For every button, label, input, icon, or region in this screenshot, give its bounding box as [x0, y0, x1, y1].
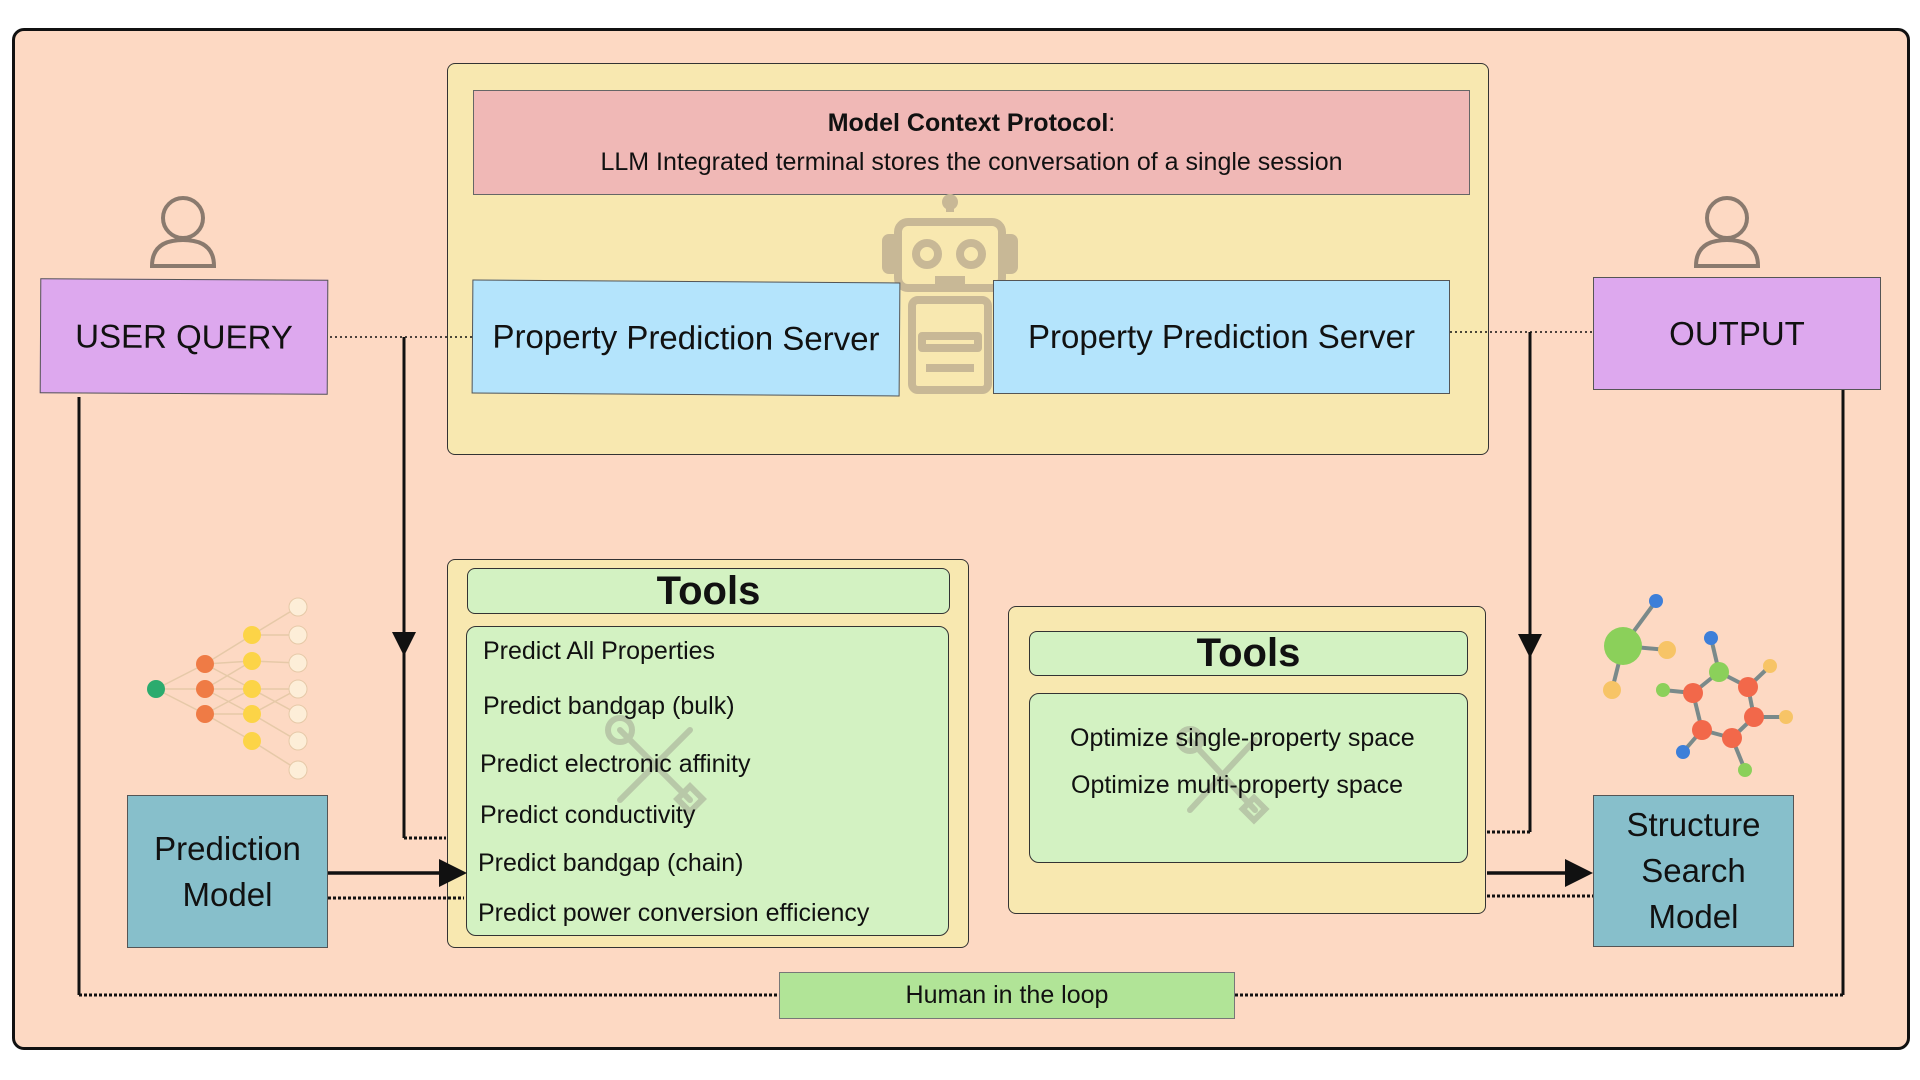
tool-item-optimize-multi: Optimize multi-property space: [1071, 771, 1404, 799]
user-query-label: USER QUERY: [75, 316, 293, 356]
mcp-title-line: Model Context Protocol:: [828, 109, 1116, 138]
property-server-left: Property Prediction Server: [471, 279, 901, 397]
tools-left-title-label: Tools: [656, 568, 761, 613]
property-server-right: Property Prediction Server: [993, 280, 1450, 394]
mcp-title: Model Context Protocol: [827, 108, 1109, 137]
user-query-box: USER QUERY: [39, 278, 329, 395]
property-server-right-label: Property Prediction Server: [1028, 318, 1415, 355]
human-in-the-loop-box: Human in the loop: [779, 972, 1235, 1019]
structure-search-model-box: Structure Search Model: [1593, 795, 1794, 947]
tools-right-title: Tools: [1029, 631, 1468, 676]
tool-item-predict-bandgap-chain: Predict bandgap (chain): [478, 849, 744, 877]
human-in-the-loop-label: Human in the loop: [905, 981, 1109, 1009]
tool-item-predict-conductivity: Predict conductivity: [480, 801, 696, 829]
prediction-model-line1: Prediction: [154, 829, 301, 867]
structure-model-line1: Structure: [1626, 806, 1761, 843]
prediction-model-box: Prediction Model: [127, 795, 328, 948]
tool-item-optimize-single: Optimize single-property space: [1070, 724, 1415, 752]
tool-item-predict-pce: Predict power conversion efficiency: [478, 899, 870, 927]
structure-model-line2: Search: [1641, 852, 1746, 889]
tool-item-predict-affinity: Predict electronic affinity: [480, 750, 751, 778]
tool-item-predict-all: Predict All Properties: [483, 637, 716, 665]
tools-right-title-label: Tools: [1196, 631, 1301, 675]
tools-left-list: [466, 626, 949, 936]
output-box: OUTPUT: [1593, 277, 1881, 390]
tool-item-predict-bandgap-bulk: Predict bandgap (bulk): [483, 692, 735, 720]
property-server-left-label: Property Prediction Server: [492, 317, 880, 358]
mcp-title-colon: :: [1108, 108, 1116, 137]
prediction-model-line2: Model: [182, 875, 273, 913]
mcp-banner: Model Context Protocol: LLM Integrated t…: [473, 90, 1470, 195]
tools-left-title: Tools: [467, 568, 950, 614]
output-label: OUTPUT: [1669, 314, 1805, 352]
structure-model-line3: Model: [1648, 898, 1739, 935]
mcp-subtitle: LLM Integrated terminal stores the conve…: [600, 147, 1343, 176]
